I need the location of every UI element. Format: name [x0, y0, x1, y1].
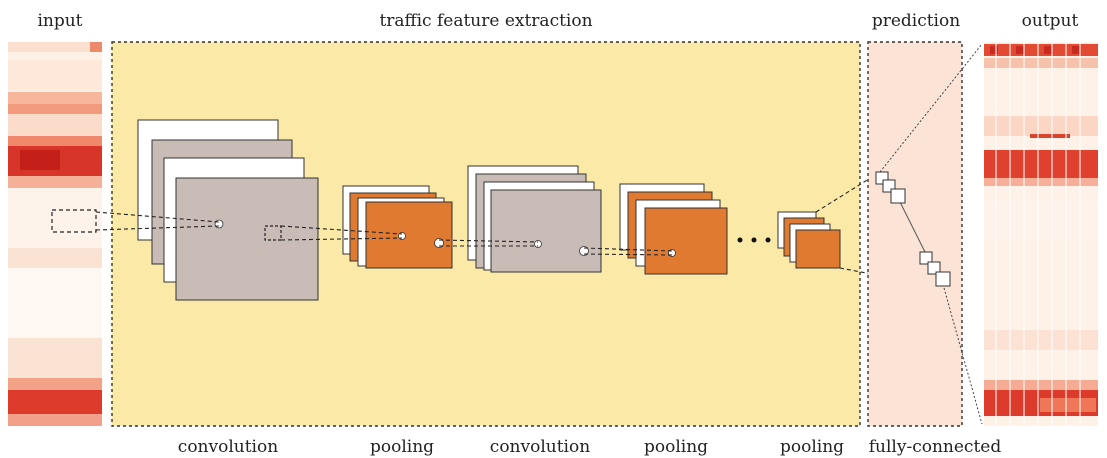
pool-block-3 [777, 211, 841, 269]
label-fully-connected: fully-connected [869, 437, 1002, 457]
prediction-panel [867, 41, 963, 427]
label-prediction: prediction [872, 11, 960, 31]
fc-nodes [875, 43, 983, 425]
conv-block-2 [467, 165, 602, 273]
input-window [51, 209, 97, 233]
output-heatmap [984, 42, 1098, 426]
input-heatmap [8, 42, 102, 426]
label-pooling-2: pooling [644, 437, 708, 457]
pool-block-2 [619, 183, 728, 275]
label-convolution-2: convolution [490, 437, 590, 457]
conv-block-1 [137, 119, 319, 301]
conv-window-1 [264, 225, 282, 241]
label-convolution-1: convolution [178, 437, 278, 457]
label-traffic-feature-extraction: traffic feature extraction [379, 11, 592, 31]
pool-block-1 [342, 185, 453, 269]
label-pooling-1: pooling [370, 437, 434, 457]
ellipsis-dots [737, 237, 771, 243]
label-pooling-3: pooling [780, 437, 844, 457]
label-input: input [37, 11, 82, 31]
label-output: output [1022, 11, 1079, 31]
